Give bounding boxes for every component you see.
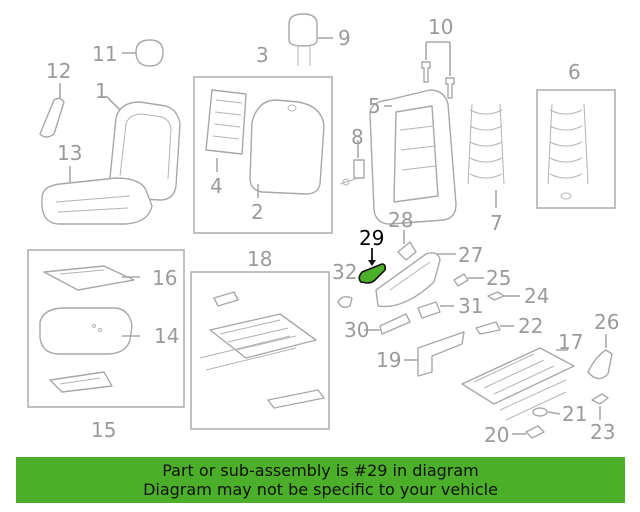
- cover-part-30: [364, 313, 411, 335]
- callout-1: 1: [95, 79, 108, 103]
- guide-part-10: [421, 41, 455, 99]
- callout-8: 8: [351, 125, 364, 149]
- callout-15: 15: [91, 418, 116, 442]
- callout-29-highlighted[interactable]: 29: [359, 226, 384, 250]
- shield-part-27: [375, 252, 456, 308]
- callout-23: 23: [590, 420, 615, 444]
- callout-26: 26: [594, 310, 619, 334]
- track-assembly-part-18: [199, 291, 325, 409]
- knob-part-25: [453, 273, 484, 287]
- mat-part-15: [49, 371, 113, 393]
- callout-4: 4: [210, 174, 223, 198]
- callout-5: 5: [368, 94, 381, 118]
- group-box-6: [536, 89, 616, 209]
- callout-20: 20: [484, 423, 509, 447]
- highlighted-part-29[interactable]: [358, 248, 386, 284]
- bracket-part-28: [397, 230, 417, 261]
- group-box-15: [27, 249, 185, 408]
- seatback-frame-part-5: [369, 89, 457, 225]
- lumbar-mat-part-6: [547, 103, 589, 200]
- callout-10: 10: [428, 15, 453, 39]
- callout-32: 32: [332, 260, 357, 284]
- callout-13: 13: [57, 141, 82, 165]
- lever-part-8: [339, 140, 365, 186]
- bolt-part-23: [591, 393, 609, 420]
- callout-12: 12: [46, 59, 71, 83]
- bracket-part-20: [512, 425, 545, 439]
- callout-25: 25: [486, 266, 511, 290]
- cushion-part-13: [41, 166, 153, 225]
- callout-6: 6: [568, 60, 581, 84]
- callout-28: 28: [388, 208, 413, 232]
- cover-part-26: [587, 334, 613, 380]
- seatback-pad-part-2: [249, 99, 325, 198]
- cap-part-32: [337, 295, 353, 309]
- pad-part-16: [43, 265, 140, 291]
- callout-31: 31: [458, 294, 483, 318]
- callout-18: 18: [247, 247, 272, 271]
- trim-part-12: [39, 83, 65, 138]
- callout-16: 16: [152, 266, 177, 290]
- callout-27: 27: [458, 243, 483, 267]
- callout-9: 9: [338, 26, 351, 50]
- callout-19: 19: [376, 348, 401, 372]
- cushion-pad-part-14: [39, 307, 140, 355]
- clip-part-21: [532, 407, 561, 417]
- lumbar-mat-part-7: [467, 103, 505, 208]
- group-box-18: [190, 271, 330, 430]
- callout-3: 3: [256, 43, 269, 67]
- callout-14: 14: [154, 324, 179, 348]
- bracket-part-22: [475, 321, 514, 335]
- seatback-part-1: [105, 95, 181, 201]
- callout-30: 30: [344, 318, 369, 342]
- seat-frame-part-17: [461, 347, 575, 421]
- clip-part-24: [487, 291, 520, 301]
- callout-22: 22: [518, 314, 543, 338]
- pad-part-4: [205, 89, 247, 172]
- switch-part-31: [417, 301, 454, 319]
- parts-diagram: 1 2 3 4 5 6 7 8 9 10 11 12 13 14 15 16 1…: [27, 13, 619, 447]
- trim-part-19: [404, 331, 465, 377]
- banner-line-disclaimer: Diagram may not be specific to your vehi…: [143, 480, 498, 499]
- banner-line-part-number: Part or sub-assembly is #29 in diagram: [162, 461, 479, 480]
- callout-11: 11: [92, 42, 117, 66]
- callout-2: 2: [251, 200, 264, 224]
- callout-17: 17: [558, 330, 583, 354]
- info-banner: Part or sub-assembly is #29 in diagram D…: [16, 457, 625, 503]
- headrest-part-9: [288, 13, 333, 66]
- group-box-3: [193, 76, 333, 234]
- callout-21: 21: [562, 402, 587, 426]
- headrest-part-11: [122, 39, 164, 67]
- callout-24: 24: [524, 284, 549, 308]
- callout-7: 7: [490, 211, 503, 235]
